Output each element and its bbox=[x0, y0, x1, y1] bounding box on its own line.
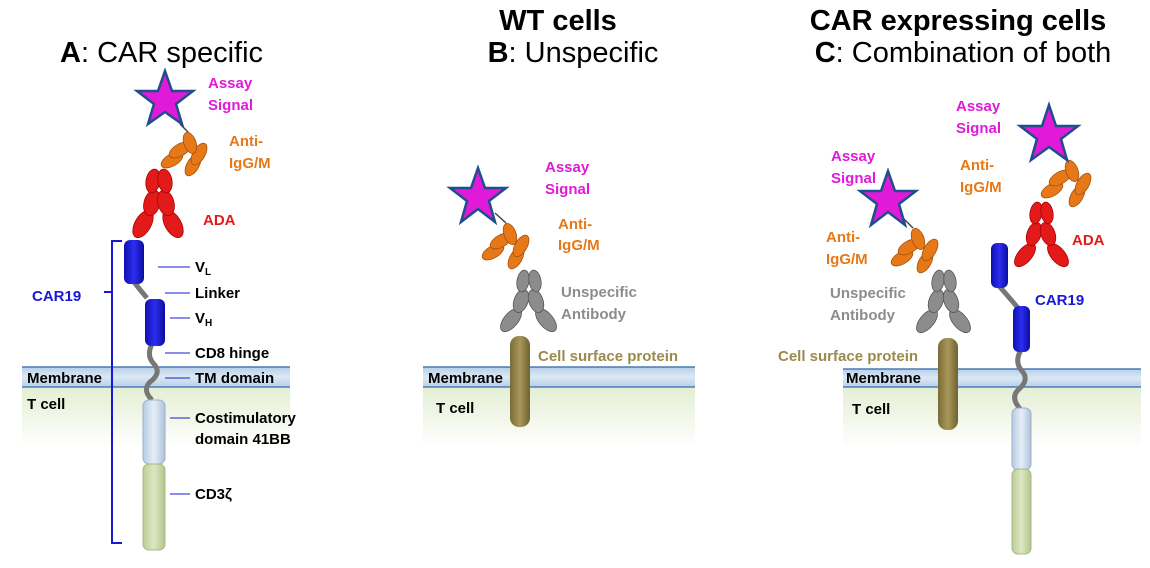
panel-a: A: CAR specific Assay Signal Anti- IgG/M… bbox=[22, 37, 297, 551]
ada-label-c: ADA bbox=[1072, 232, 1105, 249]
anti-igg-label-c-left-2: IgG/M bbox=[826, 251, 868, 268]
hinge-tm-a bbox=[144, 342, 160, 402]
surface-protein-label-b: Cell surface protein bbox=[538, 348, 678, 365]
assay-signal-label-c-right-1: Assay bbox=[956, 98, 1001, 115]
anti-igg-label-b-2: IgG/M bbox=[558, 237, 600, 254]
car19-label-a: CAR19 bbox=[32, 288, 81, 305]
costim-label-2: domain 41BB bbox=[195, 431, 291, 448]
surface-protein-b bbox=[510, 336, 530, 427]
ada-label-a: ADA bbox=[203, 212, 236, 229]
assay-star-a bbox=[133, 67, 197, 128]
costim-domain-c bbox=[1011, 407, 1032, 471]
cytoplasm-b bbox=[423, 388, 695, 448]
membrane-band-c bbox=[843, 369, 1141, 387]
tcell-label-b: T cell bbox=[436, 400, 474, 417]
surface-protein-label-c: Cell surface protein bbox=[778, 348, 918, 365]
unspecific-antibody-b bbox=[500, 269, 557, 333]
assay-star-c-right bbox=[1016, 101, 1082, 164]
vh-label: VH bbox=[195, 310, 212, 329]
membrane-label-a: Membrane bbox=[27, 370, 102, 387]
unspecific-label-c-1: Unspecific bbox=[830, 285, 906, 302]
vl-domain-a bbox=[124, 240, 144, 284]
car19-bracket bbox=[104, 240, 122, 544]
unspecific-label-c-2: Antibody bbox=[830, 307, 896, 324]
cd3z-label: CD3ζ bbox=[195, 486, 232, 503]
assay-star-c-left bbox=[856, 167, 920, 229]
anti-igg-antibody-a bbox=[160, 123, 208, 177]
hinge-tm-c bbox=[1012, 348, 1028, 412]
anti-igg-label-a-2: IgG/M bbox=[229, 155, 271, 172]
anti-igg-label-c-right-2: IgG/M bbox=[960, 179, 1002, 196]
cd8-hinge-label: CD8 hinge bbox=[195, 345, 269, 362]
vh-domain-c bbox=[1013, 306, 1030, 352]
unspecific-label-b-1: Unspecific bbox=[561, 284, 637, 301]
anti-igg-antibody-c-left bbox=[890, 217, 939, 274]
membrane-label-b: Membrane bbox=[428, 370, 503, 387]
unspecific-antibody-c bbox=[916, 269, 971, 334]
vh-domain-a bbox=[145, 299, 165, 346]
assay-signal-label-a-1: Assay bbox=[208, 75, 253, 92]
cytoplasm-c bbox=[843, 388, 1141, 448]
costim-domain-a bbox=[142, 399, 166, 465]
costim-label-1: Costimulatory bbox=[195, 410, 297, 427]
tcell-label-c: T cell bbox=[852, 401, 890, 418]
ada-antibody-a bbox=[132, 168, 184, 238]
assay-signal-label-a-2: Signal bbox=[208, 97, 253, 114]
panel-b: WT cells B: Unspecific Assay Signal Anti… bbox=[423, 5, 695, 448]
assay-signal-label-b-2: Signal bbox=[545, 181, 590, 198]
panel-b-header: WT cells bbox=[499, 5, 617, 37]
assay-signal-label-b-1: Assay bbox=[545, 159, 590, 176]
unspecific-label-b-2: Antibody bbox=[561, 306, 627, 323]
panel-c-title: C: Combination of both bbox=[815, 37, 1112, 69]
assay-star-b bbox=[446, 164, 510, 226]
vl-domain-c bbox=[991, 243, 1008, 288]
assay-signal-label-c-left-2: Signal bbox=[831, 170, 876, 187]
anti-igg-label-c-left-1: Anti- bbox=[826, 229, 860, 246]
linker-a bbox=[132, 280, 149, 300]
linker-label: Linker bbox=[195, 285, 240, 302]
linker-c bbox=[997, 284, 1020, 310]
anti-igg-antibody-b bbox=[481, 212, 530, 270]
anti-igg-label-a-1: Anti- bbox=[229, 133, 263, 150]
car19-label-c: CAR19 bbox=[1035, 292, 1084, 309]
tcell-label-a: T cell bbox=[27, 396, 65, 413]
cd3z-domain-a bbox=[142, 463, 166, 551]
vl-label: VL bbox=[195, 259, 211, 278]
cd3z-domain-c bbox=[1011, 468, 1032, 555]
membrane-label-c: Membrane bbox=[846, 370, 921, 387]
panel-a-title: A: CAR specific bbox=[60, 37, 263, 69]
leader-lines-a bbox=[158, 266, 190, 495]
anti-igg-label-c-right-1: Anti- bbox=[960, 157, 994, 174]
membrane-band-b bbox=[423, 367, 695, 387]
panel-c-header: CAR expressing cells bbox=[810, 5, 1107, 37]
anti-igg-antibody-c-right bbox=[1040, 149, 1092, 208]
assay-signal-label-c-left-1: Assay bbox=[831, 148, 876, 165]
panel-c: CAR expressing cells C: Combination of b… bbox=[778, 5, 1141, 555]
surface-protein-c bbox=[938, 338, 958, 430]
ada-antibody-c bbox=[1014, 201, 1069, 268]
assay-signal-label-c-right-2: Signal bbox=[956, 120, 1001, 137]
tm-domain-label: TM domain bbox=[195, 370, 274, 387]
panel-b-title: B: Unspecific bbox=[488, 37, 659, 69]
anti-igg-label-b-1: Anti- bbox=[558, 216, 592, 233]
